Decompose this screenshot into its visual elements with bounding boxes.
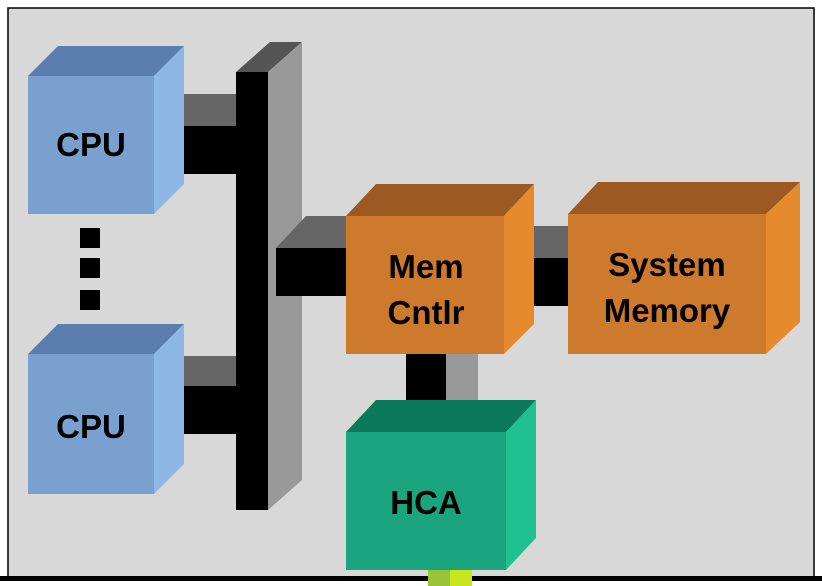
system-bus-front-face [236,72,268,510]
bus-mem-cntlr-link-top [276,216,346,248]
ellipsis-marks [80,228,100,310]
hca-uplink [428,570,472,586]
cpu-bottom-block-front-face [28,354,154,494]
mem-cntlr-block-side-face [504,184,534,354]
hca-label: HCA [390,484,462,521]
ellipsis-mark [80,290,100,310]
mem-cntlr-hca-link-front [406,354,446,402]
system-memory-block-front-face [568,214,766,354]
system-memory-label-line-2: Memory [604,292,731,329]
hca-block-front-face [346,432,506,570]
mem-cntlr-label-line-1: Mem [388,248,463,285]
cpu-bottom-label: CPU [56,408,126,445]
cpu-bottom-block-side-face [154,324,184,494]
cpu-top-block: CPU [28,46,184,214]
cpu-top-block-side-face [154,46,184,214]
mem-cntlr-hca-link [406,354,478,402]
cpu-top-block-front-face [28,76,154,214]
bus-mem-cntlr-link [276,216,346,296]
mem-cntlr-label-line-2: Cntlr [388,294,465,331]
cpu-bottom-block: CPU [28,324,184,494]
system-memory-block-side-face [766,182,800,354]
cpu-top-block-top-face [28,46,184,76]
ellipsis-mark [80,258,100,278]
diagram-baseline [0,576,822,581]
mem-cntlr-block: Mem Cntlr [346,184,534,354]
system-memory-label-line-1: System [608,246,725,283]
cpu-bottom-block-top-face [28,324,184,354]
hca-uplink-left-face [428,570,450,586]
hca-uplink-right-face [450,570,472,586]
cpu-top-label: CPU [56,126,126,163]
system-memory-block-top-face [568,182,800,214]
system-bus-top-face [236,42,302,72]
hca-block: HCA [346,400,536,570]
bus-mem-cntlr-link-front [276,248,346,296]
hca-block-top-face [346,400,536,432]
mem-cntlr-hca-link-side [444,354,478,402]
mem-cntlr-block-front-face [346,216,504,354]
hca-block-side-face [506,400,536,570]
system-memory-block: System Memory [568,182,800,354]
mem-cntlr-block-top-face [346,184,534,216]
ellipsis-mark [80,228,100,248]
